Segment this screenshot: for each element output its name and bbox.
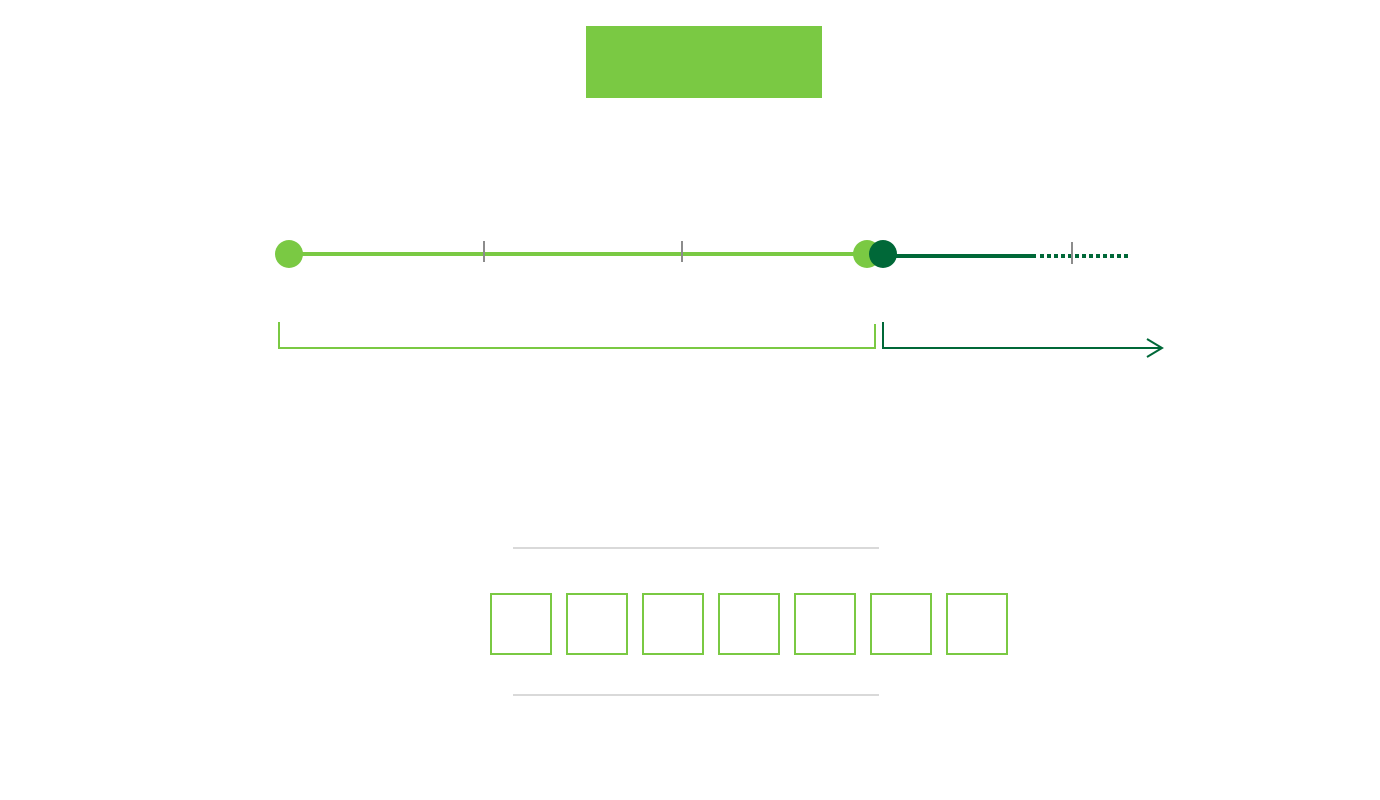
code-box[interactable] bbox=[946, 593, 1008, 655]
ongoing-arrow-line bbox=[882, 322, 1162, 349]
code-box[interactable] bbox=[566, 593, 628, 655]
code-box[interactable] bbox=[490, 593, 552, 655]
code-box[interactable] bbox=[870, 593, 932, 655]
code-box[interactable] bbox=[642, 593, 704, 655]
completed-span-bracket bbox=[278, 322, 876, 349]
code-entry-boxes bbox=[490, 593, 1008, 655]
code-box[interactable] bbox=[718, 593, 780, 655]
code-box[interactable] bbox=[794, 593, 856, 655]
start-node bbox=[275, 240, 303, 268]
divider-top bbox=[513, 547, 879, 549]
arrow-head-icon bbox=[1146, 338, 1164, 358]
divider-bottom bbox=[513, 694, 879, 696]
current-node bbox=[869, 240, 897, 268]
header-box bbox=[586, 26, 822, 98]
